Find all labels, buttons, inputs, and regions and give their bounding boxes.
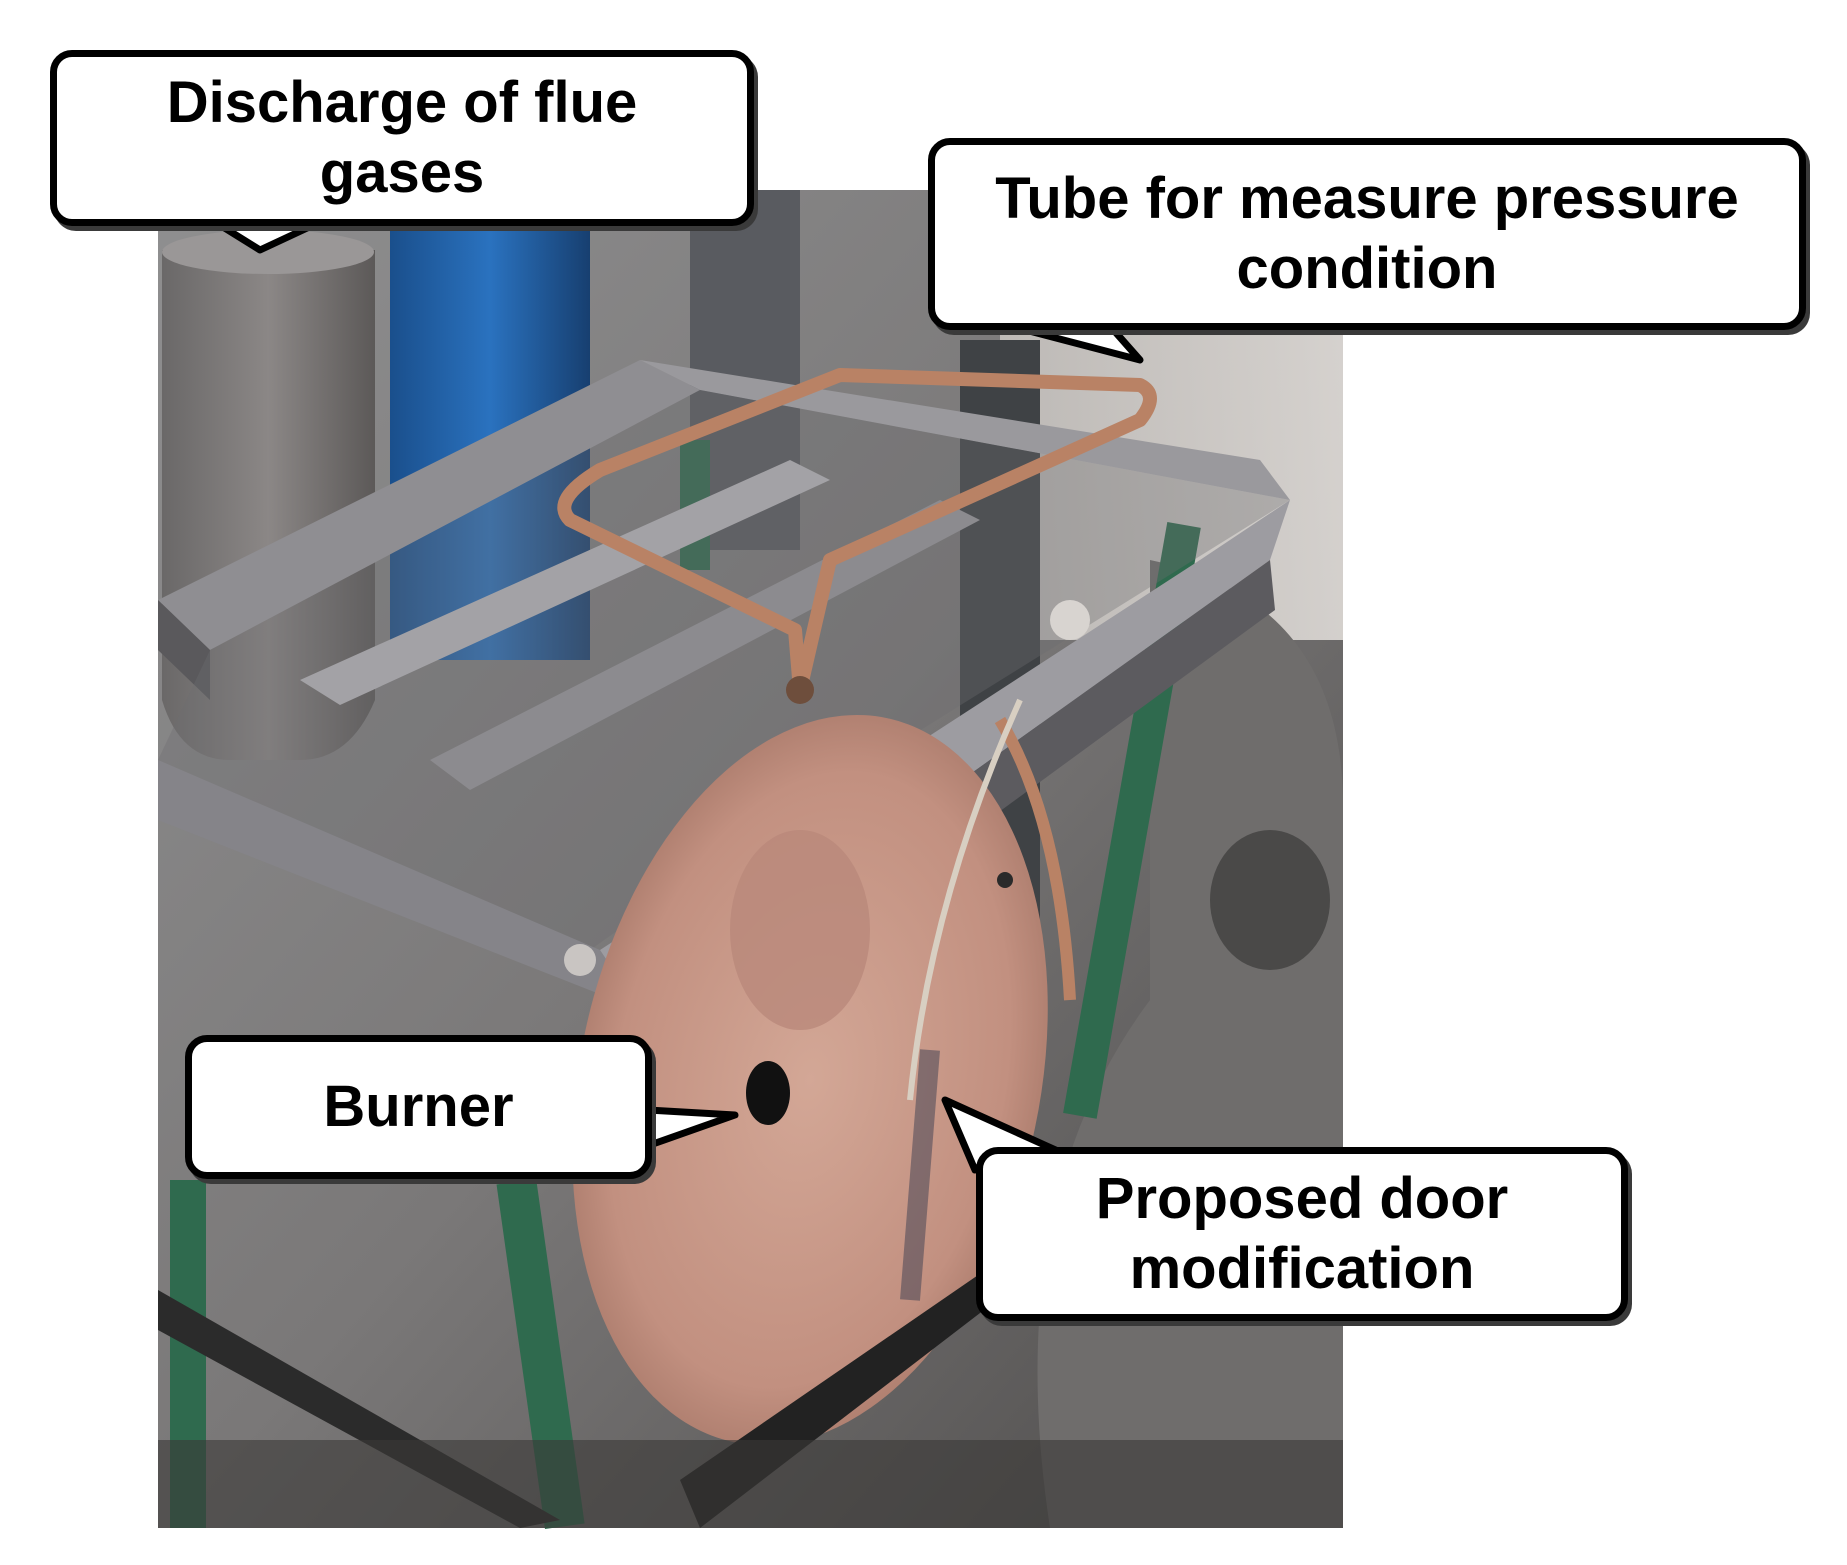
callout-flue-gases: Discharge of flue gases [50, 50, 754, 226]
callout-door-modification: Proposed door modification [976, 1147, 1628, 1321]
photograph [158, 190, 1343, 1530]
callout-burner: Burner [185, 1035, 652, 1179]
callout-burner-label: Burner [323, 1074, 514, 1140]
callout-flue-gases-label: Discharge of flue gases [166, 70, 638, 205]
callout-pressure-tube-label: Tube for measure pressure condition [995, 166, 1739, 301]
callout-door-modification-label: Proposed door modification [1095, 1166, 1509, 1301]
callout-pressure-tube: Tube for measure pressure condition [928, 138, 1806, 330]
